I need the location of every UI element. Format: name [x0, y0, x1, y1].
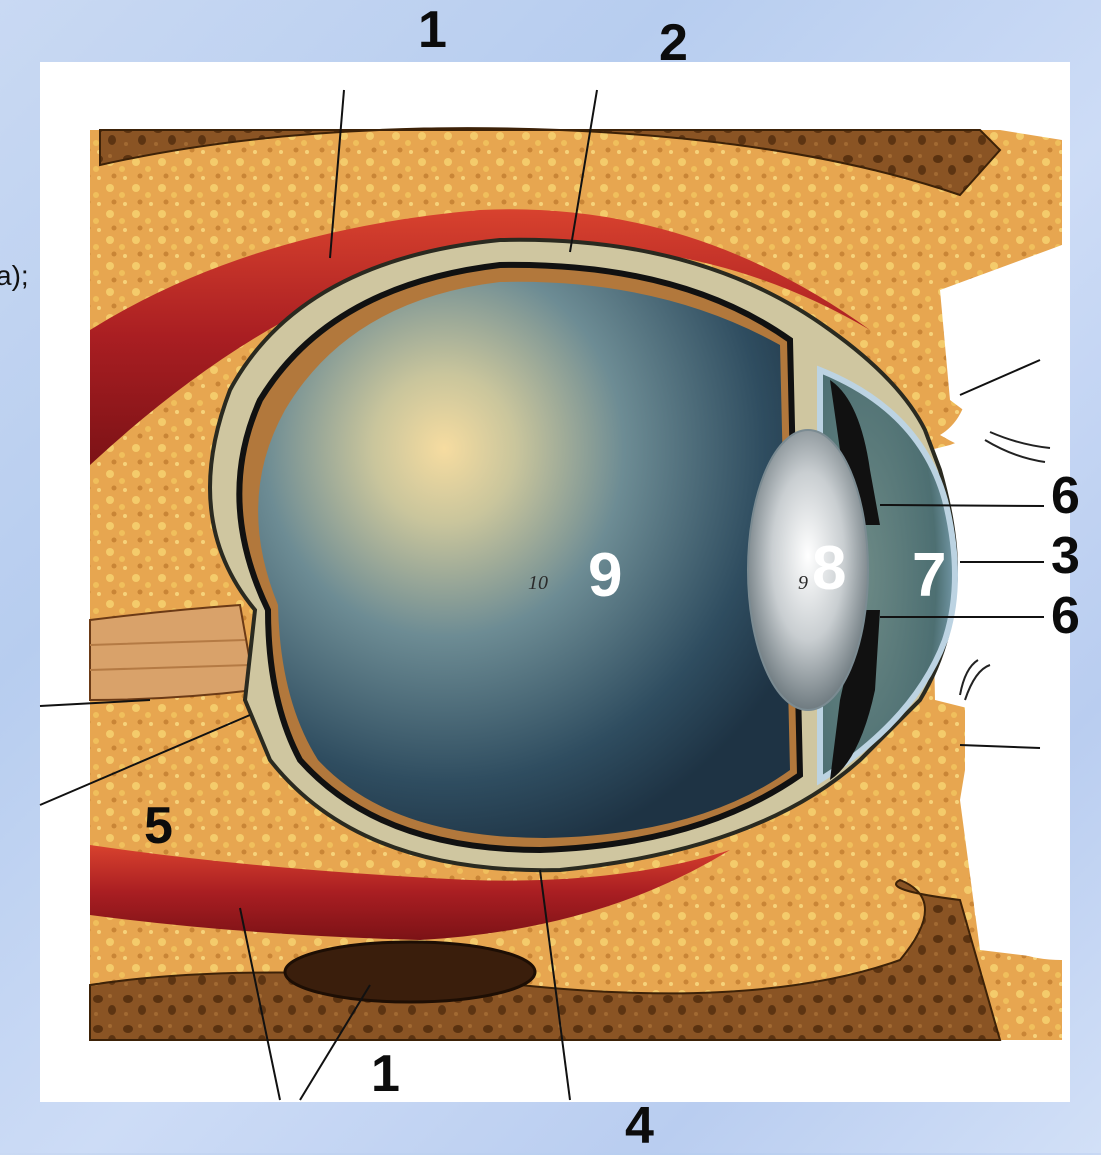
- label-4: 4: [625, 1100, 654, 1152]
- label-1-top: 1: [418, 4, 447, 56]
- label-5: 5: [144, 800, 173, 852]
- eyelid-cutout-lower: [965, 695, 1062, 960]
- vitreous-body: [258, 282, 790, 838]
- lower-dark-oval: [285, 942, 535, 1002]
- label-3: 3: [1051, 530, 1080, 582]
- inner-number-9: 9: [798, 572, 808, 595]
- label-6-top: 6: [1051, 470, 1080, 522]
- lens: [748, 430, 868, 710]
- label-6-bottom: 6: [1051, 590, 1080, 642]
- label-8-lens: 8: [812, 538, 846, 600]
- label-2: 2: [659, 17, 688, 69]
- optic-nerve: [90, 605, 255, 700]
- inner-number-10: 10: [528, 572, 548, 595]
- eyelashes: [960, 432, 1050, 700]
- label-1-bottom: 1: [371, 1048, 400, 1100]
- label-7-chamber: 7: [912, 545, 946, 607]
- label-9-vitreous: 9: [588, 545, 622, 607]
